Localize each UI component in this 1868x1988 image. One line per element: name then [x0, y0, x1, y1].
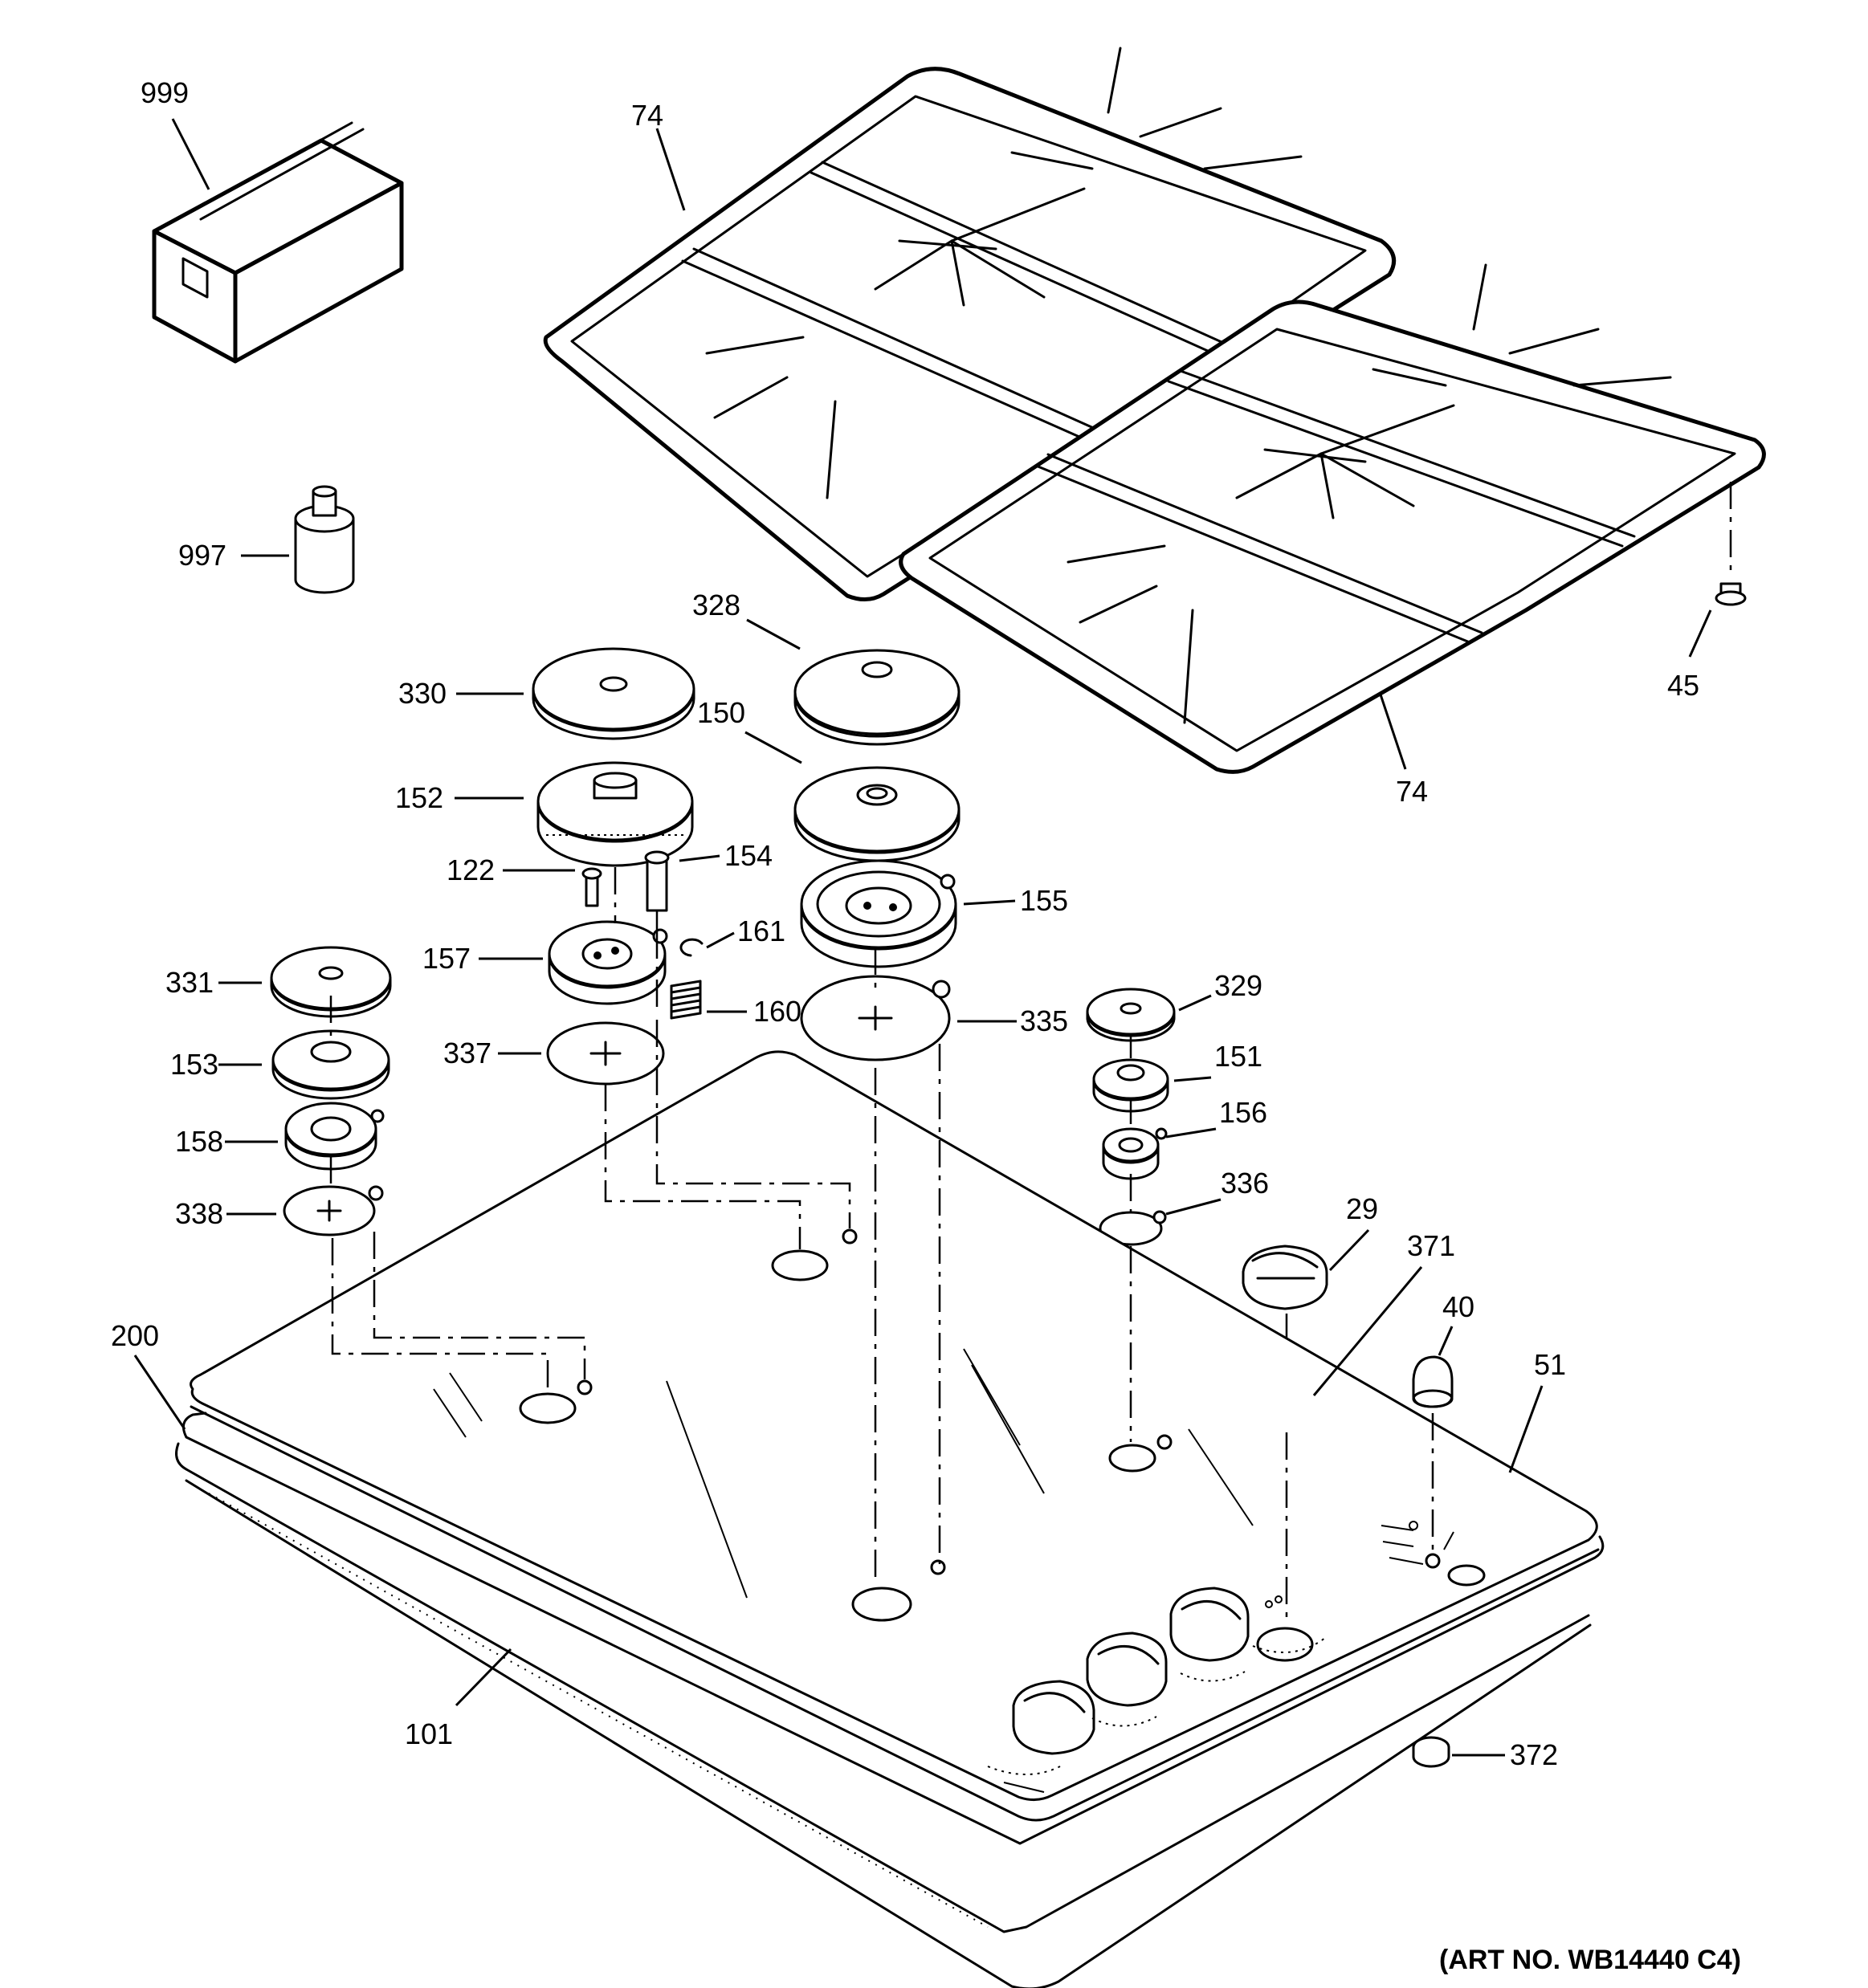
part-997-bottle: [294, 485, 355, 594]
part-158-burner-base: [284, 1102, 385, 1171]
part-157-burner-base: [548, 920, 668, 1005]
callout-29: 29: [1346, 1192, 1378, 1225]
part-150-burner-head: [793, 766, 961, 862]
callout-51: 51: [1534, 1348, 1566, 1381]
burner-hole-center-rear: [771, 1249, 829, 1281]
part-999-box: [152, 121, 404, 364]
callout-161: 161: [737, 915, 785, 947]
burner-hole-right: [1108, 1444, 1156, 1473]
callout-154: 154: [724, 839, 773, 872]
callout-151: 151: [1214, 1040, 1262, 1073]
callout-157: 157: [422, 942, 471, 975]
part-153-burner-head: [271, 1029, 390, 1100]
part-200-gasket-seal: [175, 1412, 1605, 1845]
callout-997: 997: [178, 539, 226, 572]
part-156-burner-base: [1102, 1127, 1168, 1180]
burner-hole-left-front: [851, 1587, 912, 1622]
part-330-burner-cap: [532, 647, 695, 740]
callout-152: 152: [395, 781, 443, 814]
part-338-gasket: [283, 1185, 384, 1236]
installed-knob-3: [1169, 1587, 1250, 1662]
callout-153: 153: [170, 1048, 218, 1081]
callout-160: 160: [753, 995, 801, 1028]
part-45-bumper: [1715, 482, 1747, 606]
callout-999: 999: [141, 76, 189, 109]
callout-150: 150: [697, 696, 745, 729]
callout-328: 328: [692, 589, 740, 621]
installed-knob-2: [1086, 1632, 1168, 1707]
art-number: (ART NO. WB14440 C4): [1439, 1945, 1741, 1975]
callout-372: 372: [1510, 1738, 1558, 1771]
part-154-electrode: [644, 850, 670, 931]
callout-336: 336: [1221, 1167, 1269, 1200]
callout-74-rear: 74: [631, 99, 663, 132]
part-160-spring: [655, 931, 702, 1020]
callout-371: 371: [1407, 1229, 1455, 1262]
part-122-screw: [581, 867, 602, 907]
part-29-knob: [1242, 1245, 1328, 1405]
callout-158: 158: [175, 1125, 223, 1158]
installed-knob-1: [1012, 1680, 1095, 1755]
part-335-gasket: [800, 975, 951, 1061]
leader-lines: [133, 118, 1712, 1757]
part-51-cooktop-glass: [190, 1050, 1600, 1822]
callout-labels: 999 997 74 74 45 328 330 150 152 154 122…: [111, 76, 1741, 1975]
callout-156: 156: [1219, 1096, 1267, 1129]
callout-335: 335: [1020, 1004, 1068, 1037]
callout-74-front: 74: [1396, 775, 1428, 808]
part-337-gasket: [546, 1021, 665, 1086]
part-372-foot: [1412, 1736, 1450, 1768]
callout-40: 40: [1442, 1290, 1474, 1323]
part-155-burner-base: [800, 859, 957, 968]
burner-hole-left-rear: [519, 1392, 577, 1424]
callout-329: 329: [1214, 969, 1262, 1002]
callout-122: 122: [447, 853, 495, 886]
part-328-burner-cap: [793, 649, 961, 746]
part-152-burner-head: [536, 761, 694, 867]
part-331-burner-cap: [270, 946, 392, 1018]
assembly-lines: [329, 867, 1434, 1625]
callout-155: 155: [1020, 884, 1068, 917]
callout-337: 337: [443, 1037, 491, 1069]
part-40-spark-button: [1412, 1355, 1454, 1408]
part-101-base: [185, 1468, 1592, 1988]
callout-101: 101: [405, 1717, 453, 1750]
part-74-grate-front: [899, 263, 1766, 774]
part-151-burner-head: [1092, 1058, 1169, 1113]
knob-hole: [1256, 1627, 1314, 1662]
part-161-clip: [679, 938, 704, 957]
callout-45: 45: [1667, 669, 1699, 702]
callout-338: 338: [175, 1197, 223, 1230]
part-329-burner-cap: [1086, 988, 1176, 1042]
callout-200: 200: [111, 1319, 159, 1352]
callout-330: 330: [398, 677, 447, 710]
callout-331: 331: [165, 966, 214, 999]
